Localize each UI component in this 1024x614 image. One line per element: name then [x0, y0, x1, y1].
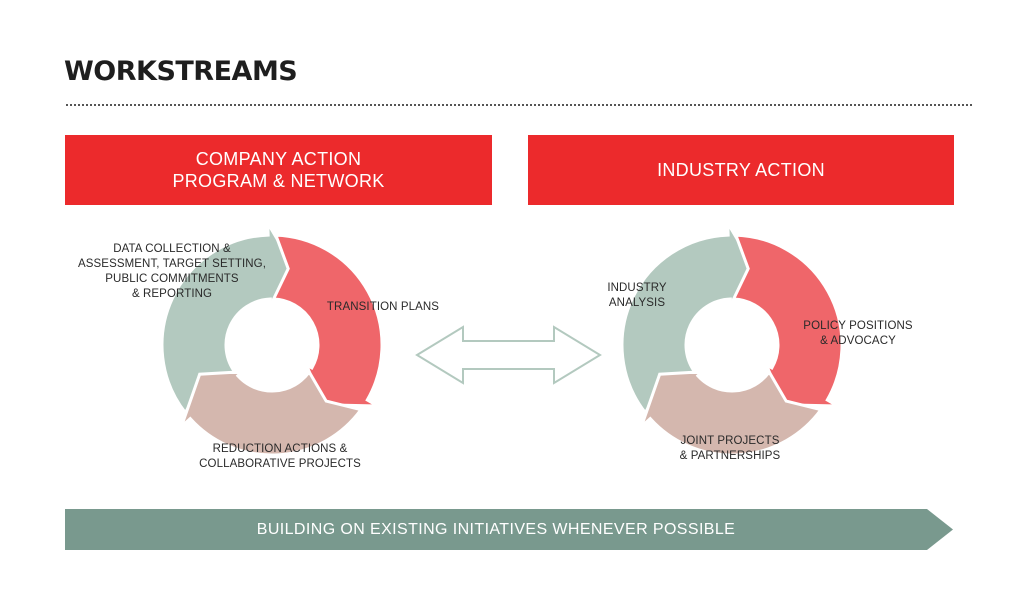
- segment-label-joint-projects: JOINT PROJECTS & PARTNERSHIPS: [679, 435, 781, 462]
- segment-label-transition-plans: TRANSITION PLANS: [326, 301, 440, 313]
- segment-label-data-collection: DATA COLLECTION & ASSESSMENT, TARGET SET…: [77, 243, 266, 300]
- header-company-action: COMPANY ACTION PROGRAM & NETWORK: [65, 135, 492, 205]
- segment-label-policy-positions: POLICY POSITIONS & ADVOCACY: [803, 320, 913, 347]
- segment-data-collection: [160, 222, 298, 416]
- segment-label-industry-analysis: INDUSTRY ANALYSIS: [607, 282, 667, 309]
- segment-transition-plans: [271, 233, 384, 408]
- segment-reduction-actions: [179, 369, 364, 457]
- header-company-action-label: COMPANY ACTION PROGRAM & NETWORK: [172, 149, 385, 191]
- segment-joint-projects: [639, 369, 824, 457]
- segment-policy-positions: [731, 233, 844, 408]
- segment-industry-analysis: [620, 222, 758, 416]
- segment-label-reduction-actions: REDUCTION ACTIONS & COLLABORATIVE PROJEC…: [199, 443, 361, 470]
- dotted-divider: [66, 104, 972, 106]
- bottom-bar-label: BUILDING ON EXISTING INITIATIVES WHENEVE…: [256, 520, 736, 538]
- bottom-arrow-bar: [65, 509, 953, 550]
- double-arrow-icon: [415, 325, 602, 385]
- header-industry-action-label: INDUSTRY ACTION: [657, 160, 825, 180]
- cycle-company-action: [160, 222, 384, 457]
- page-title: WORKSTREAMS: [64, 56, 298, 87]
- cycle-industry-action: [620, 222, 844, 457]
- header-industry-action: INDUSTRY ACTION: [528, 135, 954, 205]
